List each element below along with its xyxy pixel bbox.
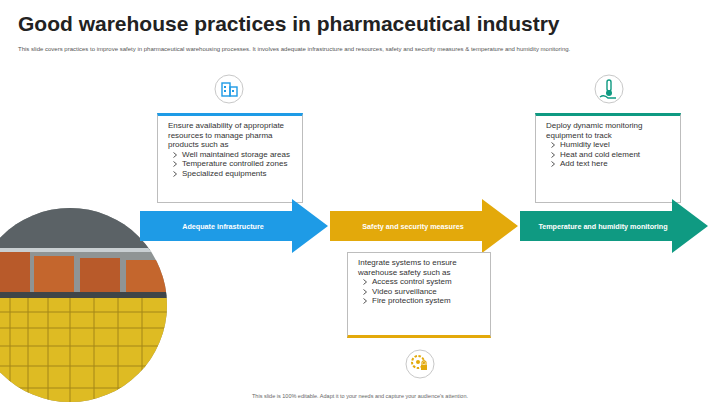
bullet-text: Add text here: [560, 159, 608, 168]
bullet-text: Well maintained storage areas: [182, 150, 290, 159]
chevron-line: [364, 299, 367, 304]
arrow-fill: [520, 199, 708, 253]
info-box: Deploy dynamic monitoring equipment to t…: [535, 113, 681, 203]
bullet-chevron: [551, 152, 556, 158]
info-box: Integrate systems to ensure warehouse sa…: [347, 252, 491, 338]
arrow-band: Adequate infrastructure: [140, 199, 328, 253]
security-icon: [406, 350, 434, 378]
bullet-row: Humidity level: [546, 140, 672, 150]
bullet-row: Fire protection system: [358, 296, 482, 306]
bullet-text: Access control system: [372, 277, 452, 286]
arrow-label: Safety and security measures: [330, 211, 496, 241]
footer-note: This slide is 100% editable. Adapt it to…: [0, 393, 720, 399]
bullet-text: Humidity level: [560, 140, 610, 149]
chevron-line: [552, 162, 555, 167]
bullet-chevron: [551, 142, 556, 148]
arrow-band: Safety and security measures: [330, 199, 518, 253]
box-heading: Integrate systems to ensure warehouse sa…: [358, 258, 482, 277]
infrastructure-icon: [215, 75, 243, 103]
chevron-line: [174, 171, 177, 176]
bullet-row: Access control system: [358, 277, 482, 287]
arrow-fill: [330, 199, 518, 253]
box-heading: Deploy dynamic monitoring equipment to t…: [546, 121, 672, 140]
info-box: Ensure availability of appropriate resou…: [157, 113, 303, 203]
arrow-label: Adequate infrastructure: [140, 211, 306, 241]
chevron-line: [364, 289, 367, 294]
bullet-text: Video surveillance: [372, 287, 437, 296]
bullet-text: Specialized equipments: [182, 169, 267, 178]
arrow-fill: [140, 199, 328, 253]
chevron-line: [174, 152, 177, 157]
bullet-chevron: [173, 171, 178, 177]
slide-title: Good warehouse practices in pharmaceutic…: [18, 12, 560, 36]
bullet-chevron: [551, 161, 556, 167]
bullet-row: Heat and cold element: [546, 150, 672, 160]
bullet-row: Specialized equipments: [168, 169, 294, 179]
arrow-band: Temperature and humidity monitoring: [520, 199, 708, 253]
chevron-line: [552, 152, 555, 157]
bullet-row: Temperature controlled zones: [168, 159, 294, 169]
bullet-text: Fire protection system: [372, 296, 451, 305]
box-heading: Ensure availability of appropriate resou…: [168, 121, 294, 150]
bullet-chevron: [363, 279, 368, 285]
bullet-row: Add text here: [546, 159, 672, 169]
bullet-chevron: [173, 152, 178, 158]
subtitle-text: This slide covers practices to improve s…: [18, 46, 708, 52]
bullet-chevron: [173, 161, 178, 167]
bullet-chevron: [363, 298, 368, 304]
chevron-line: [364, 280, 367, 285]
chevron-line: [552, 143, 555, 148]
monitoring-icon: [595, 75, 623, 103]
chevron-line: [174, 162, 177, 167]
arrow-label: Temperature and humidity monitoring: [520, 211, 686, 241]
bullet-chevron: [363, 289, 368, 295]
bullet-text: Temperature controlled zones: [182, 159, 287, 168]
bullet-row: Video surveillance: [358, 287, 482, 297]
bullet-row: Well maintained storage areas: [168, 150, 294, 160]
bullet-text: Heat and cold element: [560, 150, 640, 159]
